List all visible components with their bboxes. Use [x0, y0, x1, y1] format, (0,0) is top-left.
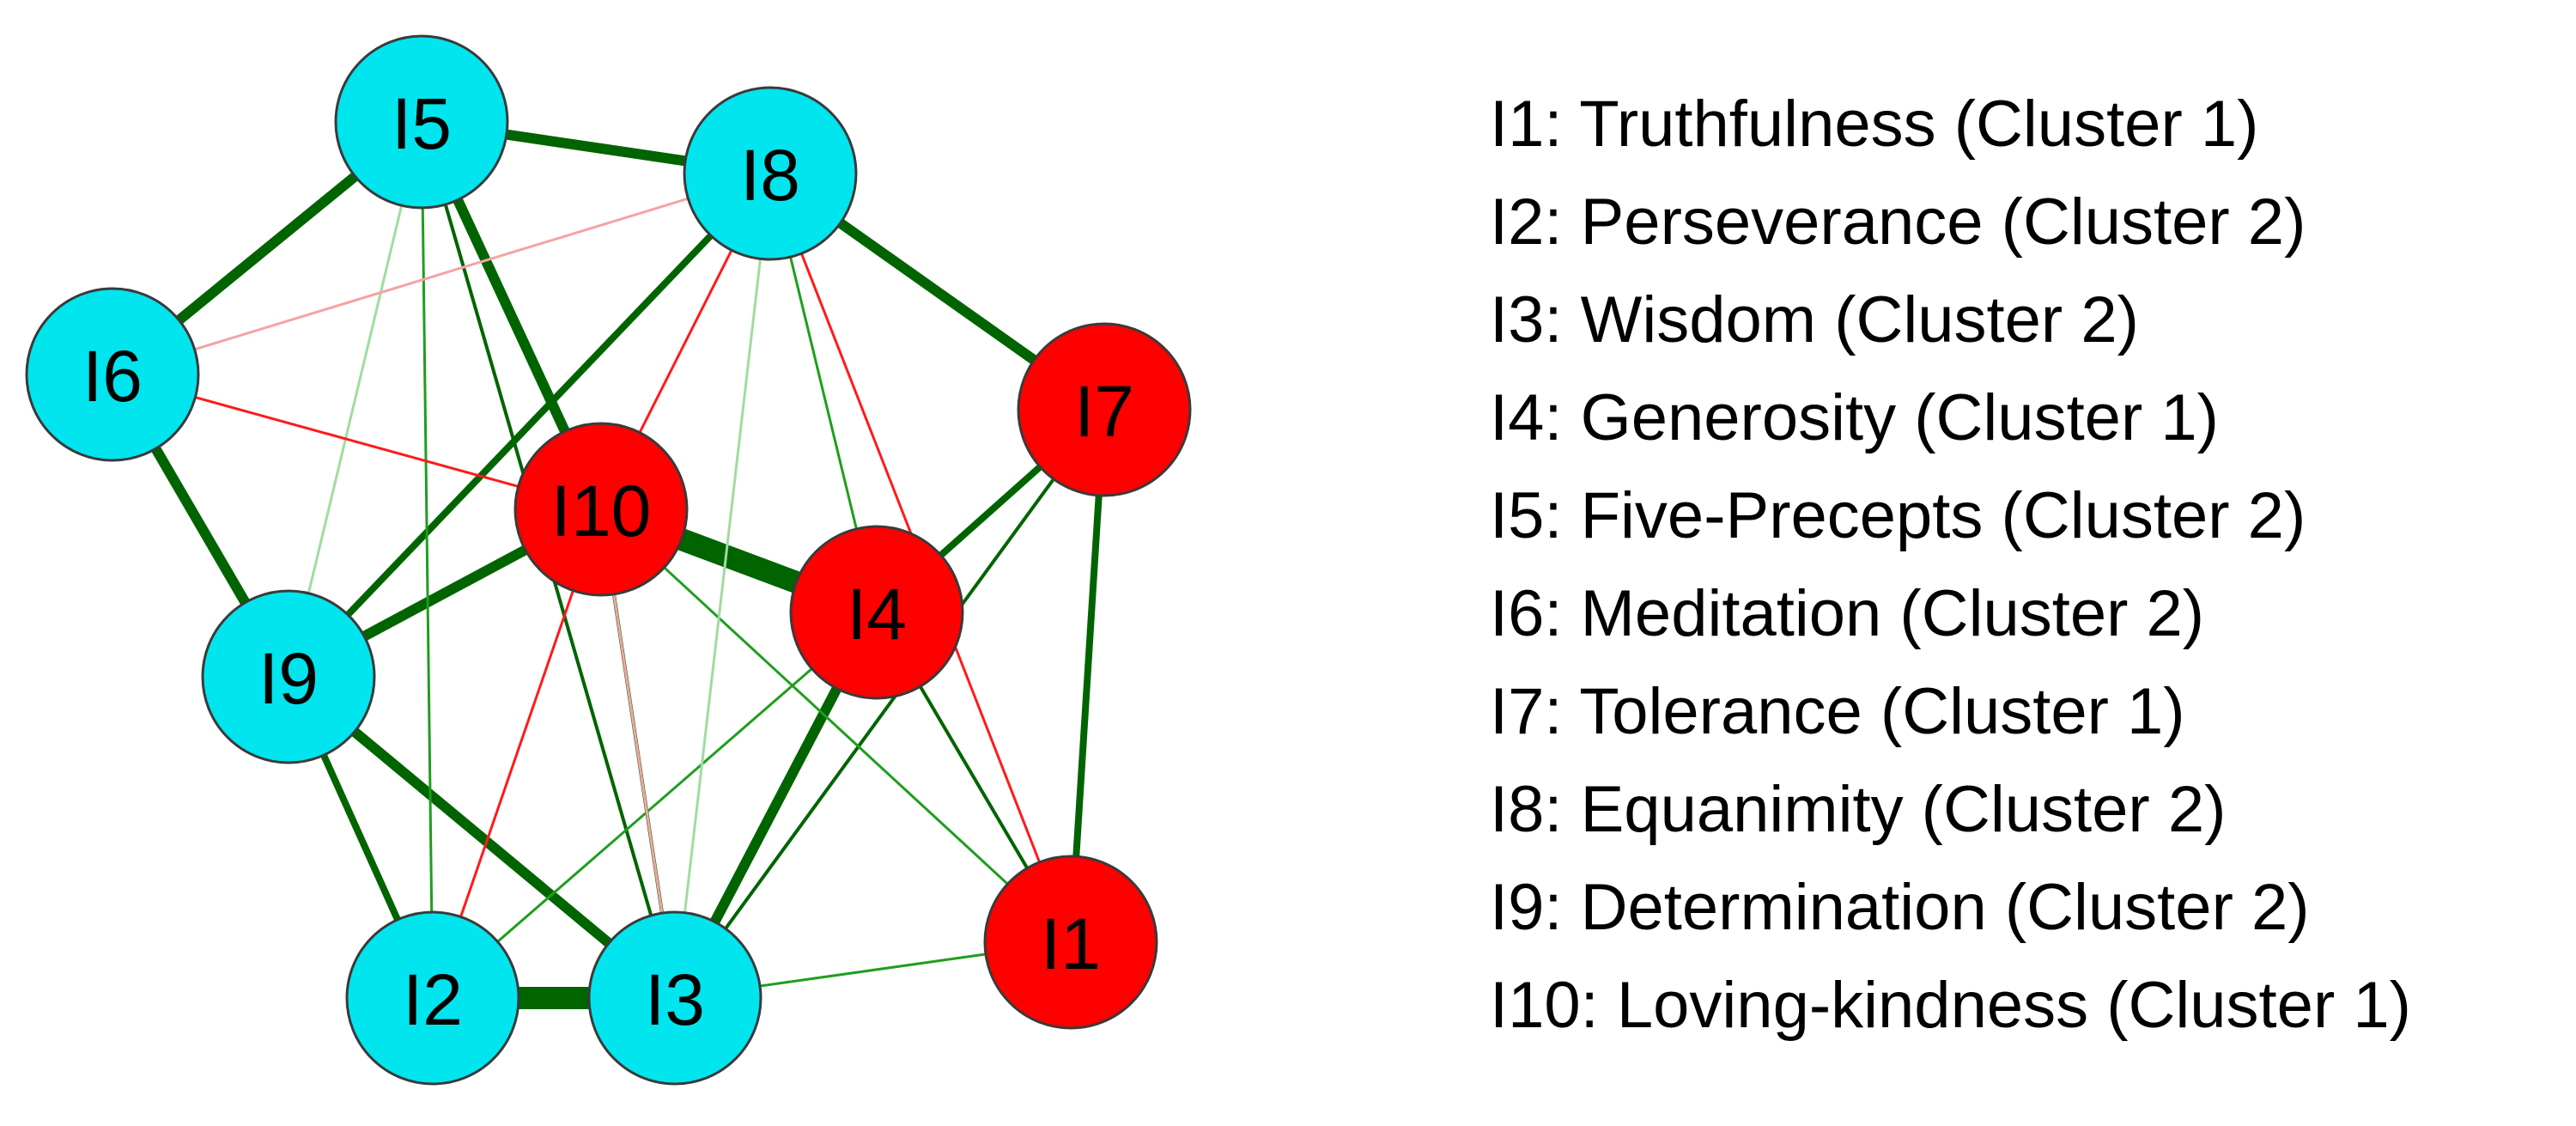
node-i4: I4: [789, 525, 964, 700]
node-label-i2: I2: [403, 959, 463, 1040]
node-label-i3: I3: [645, 959, 705, 1040]
node-circle-i4: [789, 525, 964, 700]
node-label-i9: I9: [258, 638, 319, 719]
node-circle-i10: [513, 422, 689, 597]
node-circle-i3: [587, 910, 762, 1086]
legend-item-i9: I9: Determination (Cluster 2): [1490, 871, 2310, 944]
node-label-i6: I6: [82, 336, 143, 417]
node-i8: I8: [683, 86, 858, 261]
node-label-i7: I7: [1074, 371, 1134, 452]
edge-i7-i3: [673, 408, 1106, 1000]
node-i2: I2: [345, 910, 520, 1086]
legend-item-i10: I10: Loving-kindness (Cluster 1): [1490, 969, 2411, 1042]
legend-item-i5: I5: Five-Precepts (Cluster 2): [1490, 479, 2306, 552]
legend-item-i7: I7: Tolerance (Cluster 1): [1490, 675, 2185, 748]
node-circle-i7: [1017, 322, 1192, 497]
node-label-i5: I5: [392, 83, 452, 164]
node-circle-i9: [201, 589, 376, 764]
node-label-i4: I4: [847, 574, 907, 654]
node-i1: I1: [983, 855, 1158, 1030]
node-legend: I1: Truthfulness (Cluster 1) I2: Perseve…: [1490, 76, 2411, 1055]
edge-i5-i9: [287, 121, 423, 678]
edge-i8-i3: [673, 173, 772, 999]
legend-item-i2: I2: Perseverance (Cluster 2): [1490, 186, 2306, 259]
node-label-i8: I8: [740, 135, 800, 216]
edge-i8-i9: [286, 171, 773, 679]
node-i5: I5: [334, 34, 509, 210]
edge-i10-i1: [599, 508, 1072, 944]
legend-item-i1: I1: Truthfulness (Cluster 1): [1490, 88, 2259, 161]
legend-item-i6: I6: Meditation (Cluster 2): [1490, 577, 2205, 650]
node-circle-i2: [345, 910, 520, 1086]
legend-item-i3: I3: Wisdom (Cluster 2): [1490, 283, 2139, 356]
edge-i6-i8: [112, 172, 771, 376]
node-circle-i5: [334, 34, 509, 210]
legend-item-i8: I8: Equanimity (Cluster 2): [1490, 773, 2227, 846]
edge-i7-i1: [1067, 409, 1108, 943]
node-i10: I10: [513, 422, 689, 597]
edge-i4-i2: [432, 611, 878, 1000]
node-label-i1: I1: [1041, 904, 1101, 984]
node-i6: I6: [25, 287, 200, 462]
node-circle-i6: [25, 287, 200, 462]
node-i9: I9: [201, 589, 376, 764]
node-circle-i8: [683, 86, 858, 261]
node-label-i10: I10: [551, 471, 652, 551]
legend-item-i4: I4: Generosity (Cluster 1): [1490, 381, 2219, 454]
node-circle-i1: [983, 855, 1158, 1030]
node-i3: I3: [587, 910, 762, 1086]
node-i7: I7: [1017, 322, 1192, 497]
edge-i5-i2: [420, 121, 434, 999]
